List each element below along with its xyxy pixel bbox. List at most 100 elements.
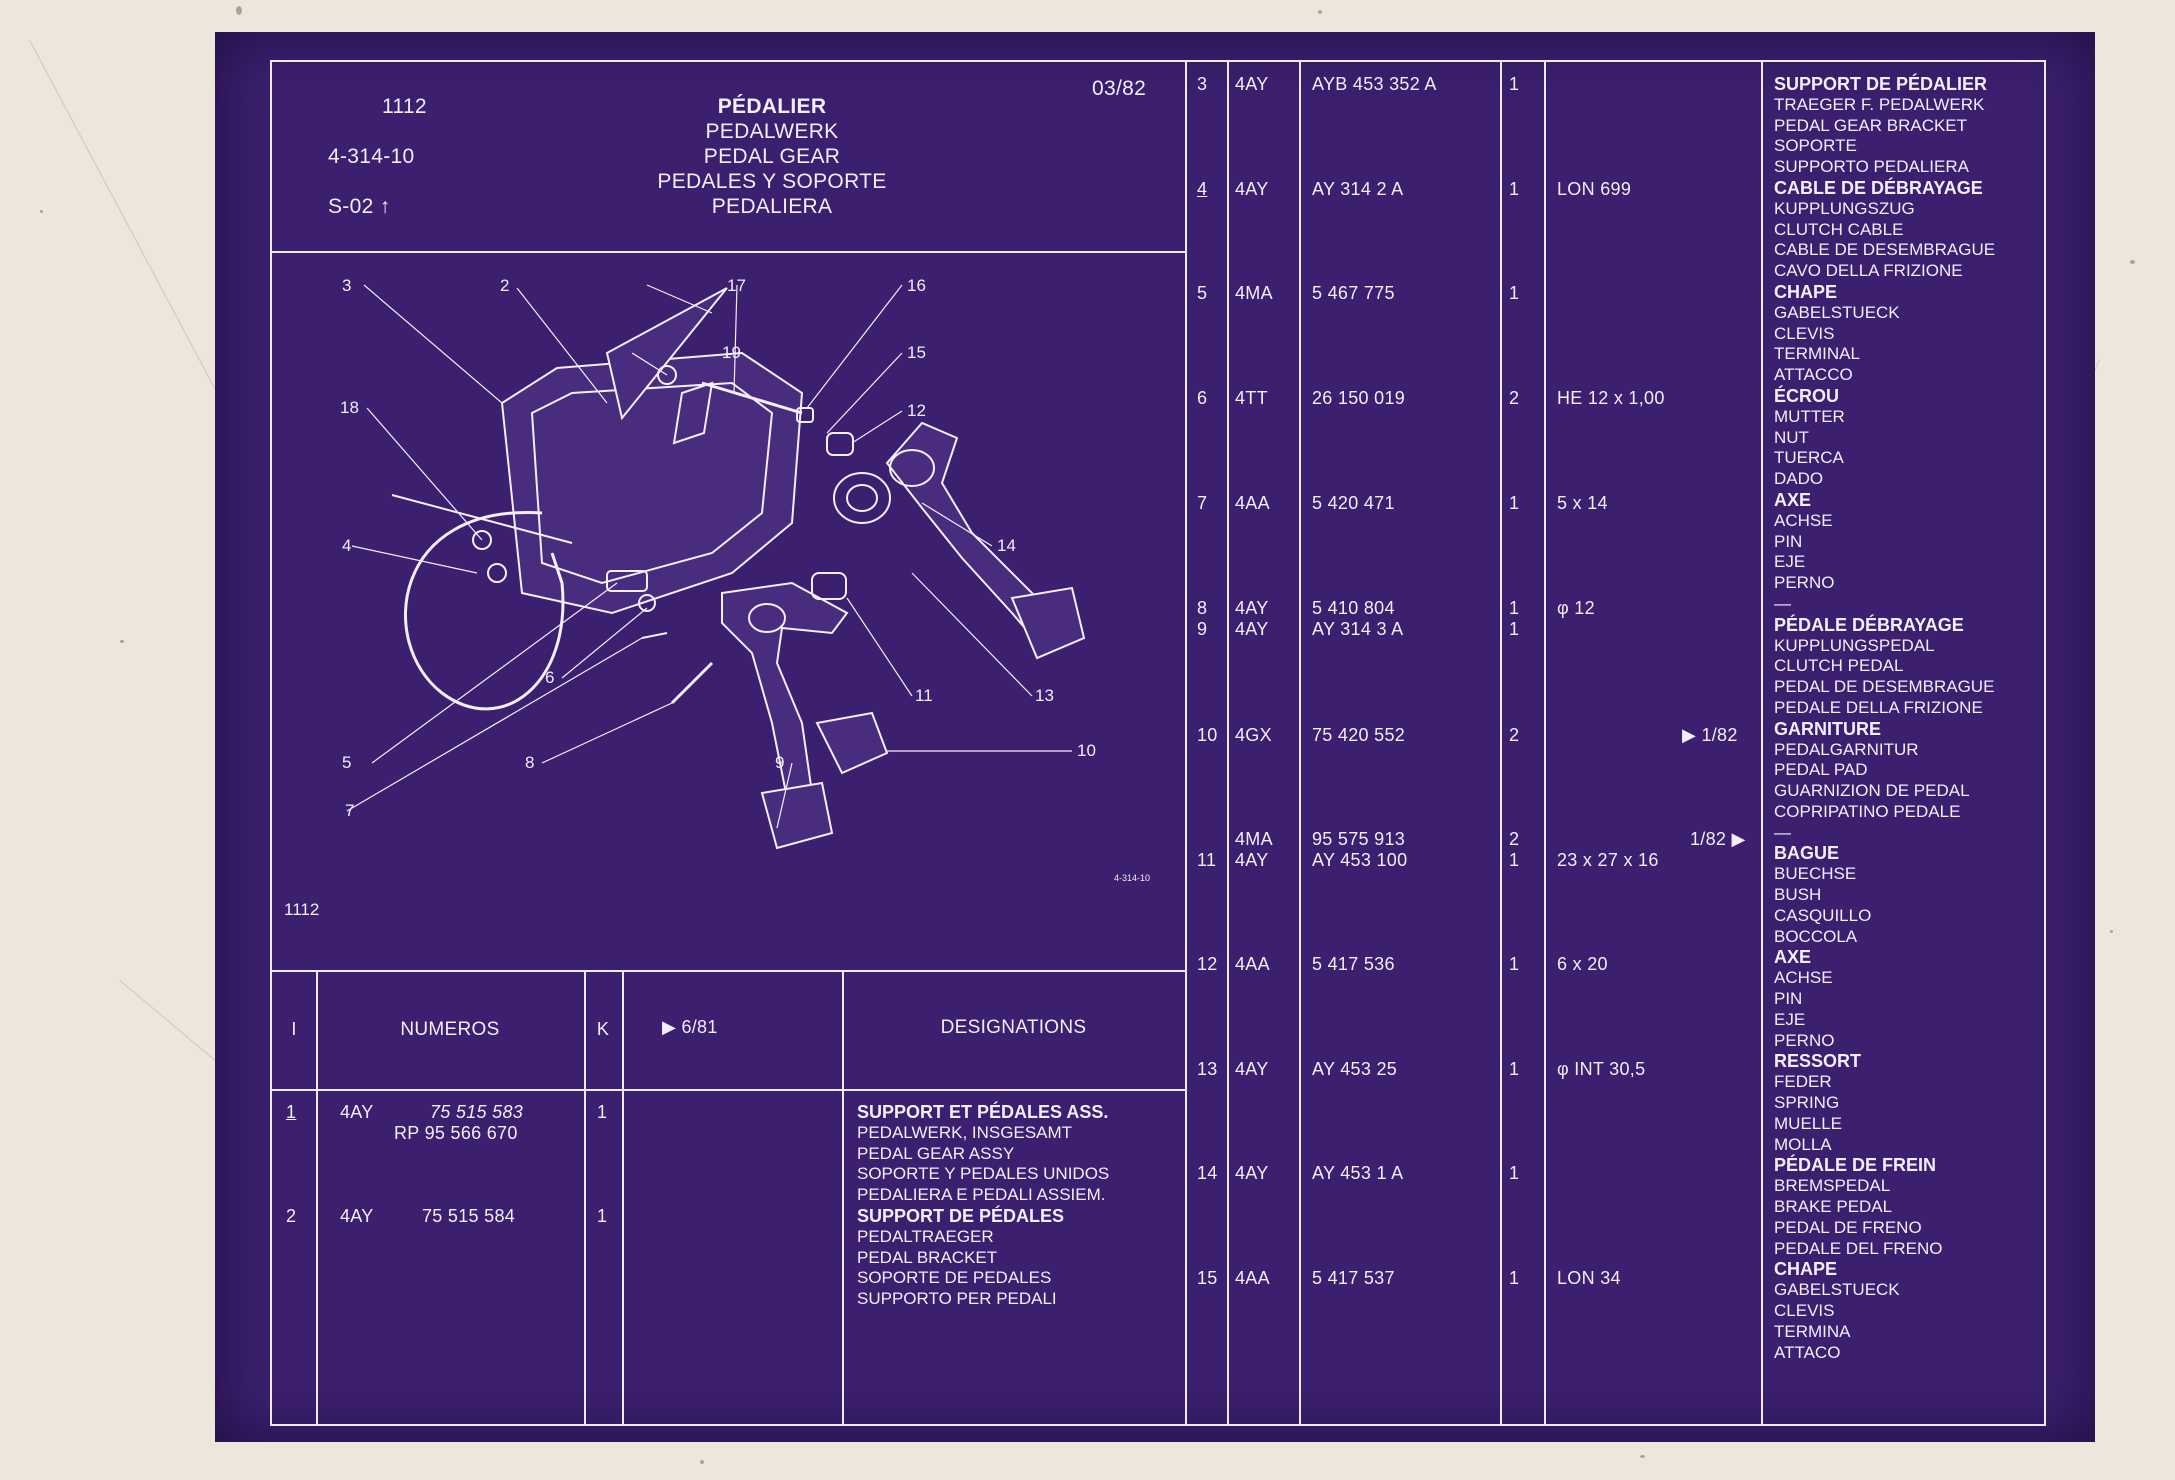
type-code: 4AY — [1235, 598, 1269, 618]
designation-line: PEDAL DE FRENO — [1774, 1217, 1922, 1237]
item-number: 7 — [1197, 493, 1208, 513]
type-code: 4AY — [1235, 1059, 1269, 1079]
designation-line: KUPPLUNGSZUG — [1774, 198, 1915, 218]
clutch-pad — [760, 781, 834, 850]
part-number: 5 420 471 — [1312, 493, 1395, 513]
film-speck — [1640, 1455, 1645, 1458]
item-number: 6 — [1197, 388, 1208, 408]
quantity: 2 — [1509, 829, 1520, 849]
designation-line: BREMSPEDAL — [1774, 1176, 1891, 1196]
callout-13: 13 — [1035, 686, 1054, 705]
type-code: 4AY — [1235, 179, 1269, 199]
callout-9: 9 — [775, 753, 784, 772]
designation-line: MUELLE — [1774, 1113, 1843, 1133]
designation-fr: CHAPE — [1774, 281, 1838, 302]
type-code: 4AY — [340, 1102, 374, 1122]
designation-fr: PÉDALE DÉBRAYAGE — [1774, 614, 1964, 635]
type-code: 4TT — [1235, 388, 1268, 408]
callout-18: 18 — [340, 398, 359, 417]
designation-line: TUERCA — [1774, 448, 1844, 468]
type-code: 4AA — [1235, 954, 1270, 974]
designation-line: ACHSE — [1774, 968, 1833, 988]
designation-line: GUARNIZION DE PEDAL — [1774, 781, 1970, 801]
designation-line: EJE — [1774, 552, 1806, 572]
designation-line: ACHSE — [1774, 510, 1833, 530]
designation-line: DADO — [1774, 469, 1824, 489]
quantity: 1 — [1509, 598, 1520, 618]
brake-pad — [1010, 586, 1086, 660]
col-line — [1299, 62, 1301, 1424]
designation-line: PEDAL DE DESEMBRAGUE — [1774, 677, 1995, 697]
bracket-fin — [605, 287, 728, 421]
type-code: 4MA — [1235, 829, 1273, 849]
designation-fr: PÉDALE DE FREIN — [1774, 1155, 1937, 1176]
designation-line: BOCCOLA — [1774, 926, 1858, 946]
quantity: 2 — [1509, 725, 1520, 745]
item-number: 13 — [1197, 1059, 1218, 1079]
designation-en: PEDAL GEAR ASSY — [857, 1143, 1015, 1163]
type-code: 4AA — [1235, 1268, 1270, 1288]
film-speck — [2110, 930, 2113, 933]
designation-line: COPRIPATINO PEDALE — [1774, 801, 1961, 821]
type-code: 4MA — [1235, 283, 1273, 303]
item-number: 14 — [1197, 1163, 1218, 1183]
designation-line: SPRING — [1774, 1093, 1840, 1113]
designation-line: SUPPORTO PEDALIERA — [1774, 157, 1969, 177]
designation-fr: — — [1774, 822, 1791, 842]
part-number: 5 467 775 — [1312, 283, 1395, 303]
quantity: 1 — [597, 1206, 608, 1226]
col-header-date: ▶ 6/81 — [662, 1017, 718, 1037]
col-header-designations: DESIGNATIONS — [940, 1017, 1087, 1038]
washer — [472, 530, 492, 550]
callout-3: 3 — [342, 276, 351, 295]
callout-14: 14 — [997, 536, 1016, 555]
designation-it: SUPPORTO PER PEDALI — [857, 1289, 1057, 1309]
col-line — [622, 970, 624, 1424]
designation-block: SUPPORT DE PÉDALES PEDALTRAEGER PEDAL BR… — [857, 1206, 1064, 1310]
part-number: AY 314 3 A — [1312, 619, 1404, 639]
designation-fr: CHAPE — [1774, 1259, 1838, 1280]
spring-13-inner — [846, 484, 878, 512]
pin-8 — [670, 661, 714, 705]
quantity: 1 — [1509, 283, 1520, 303]
pedal-pad-10 — [815, 711, 889, 775]
col-line — [584, 970, 586, 1424]
designation-line: SOPORTE — [1774, 136, 1857, 156]
designation-fr: SUPPORT ET PÉDALES ASS. — [857, 1102, 1109, 1122]
page-title-de: PEDALWERK — [705, 120, 839, 143]
designation-line: MUTTER — [1774, 406, 1845, 426]
revision-note: ▶ 1/82 — [1682, 725, 1738, 745]
part-number: 75 515 584 — [422, 1206, 516, 1226]
designation-line: PEDAL GEAR BRACKET — [1774, 115, 1968, 135]
specification: LON 699 — [1557, 179, 1632, 199]
divider-table-header — [272, 1089, 1185, 1091]
callout-15: 15 — [907, 343, 926, 362]
specification: 6 x 20 — [1557, 954, 1608, 974]
designation-line: CLUTCH PEDAL — [1774, 656, 1904, 676]
designation-line: GABELSTUECK — [1774, 302, 1900, 322]
designation-fr: RESSORT — [1774, 1051, 1862, 1072]
film-scratch — [29, 40, 228, 412]
designation-line: PIN — [1774, 989, 1803, 1009]
designation-line: BUSH — [1774, 885, 1822, 905]
designation-line: KUPPLUNGSPEDAL — [1774, 635, 1935, 655]
designation-fr: AXE — [1774, 489, 1812, 510]
callout-12: 12 — [907, 401, 926, 420]
designation-fr: CABLE DE DÉBRAYAGE — [1774, 177, 1983, 198]
specification: 5 x 14 — [1557, 493, 1608, 513]
item-number: 1 — [286, 1102, 297, 1122]
specification: φ 12 — [1557, 598, 1595, 618]
pin-7 — [641, 632, 668, 639]
nut-19 — [657, 365, 677, 385]
col-header-numeros: NUMEROS — [400, 1019, 500, 1040]
quantity: 1 — [1509, 1268, 1520, 1288]
type-code: 4AA — [1235, 493, 1270, 513]
callout-4: 4 — [342, 536, 351, 555]
part-number: 5 417 537 — [1312, 1268, 1395, 1288]
designation-line: ATTACCO — [1774, 365, 1853, 385]
part-number: AY 314 2 A — [1312, 179, 1404, 199]
item-number: 5 — [1197, 283, 1208, 303]
designation-line: CASQUILLO — [1774, 905, 1872, 925]
exploded-view-diagram: 3 2 17 16 19 15 12 18 4 14 6 11 13 5 8 9… — [284, 276, 1150, 919]
nut-16 — [796, 407, 814, 423]
